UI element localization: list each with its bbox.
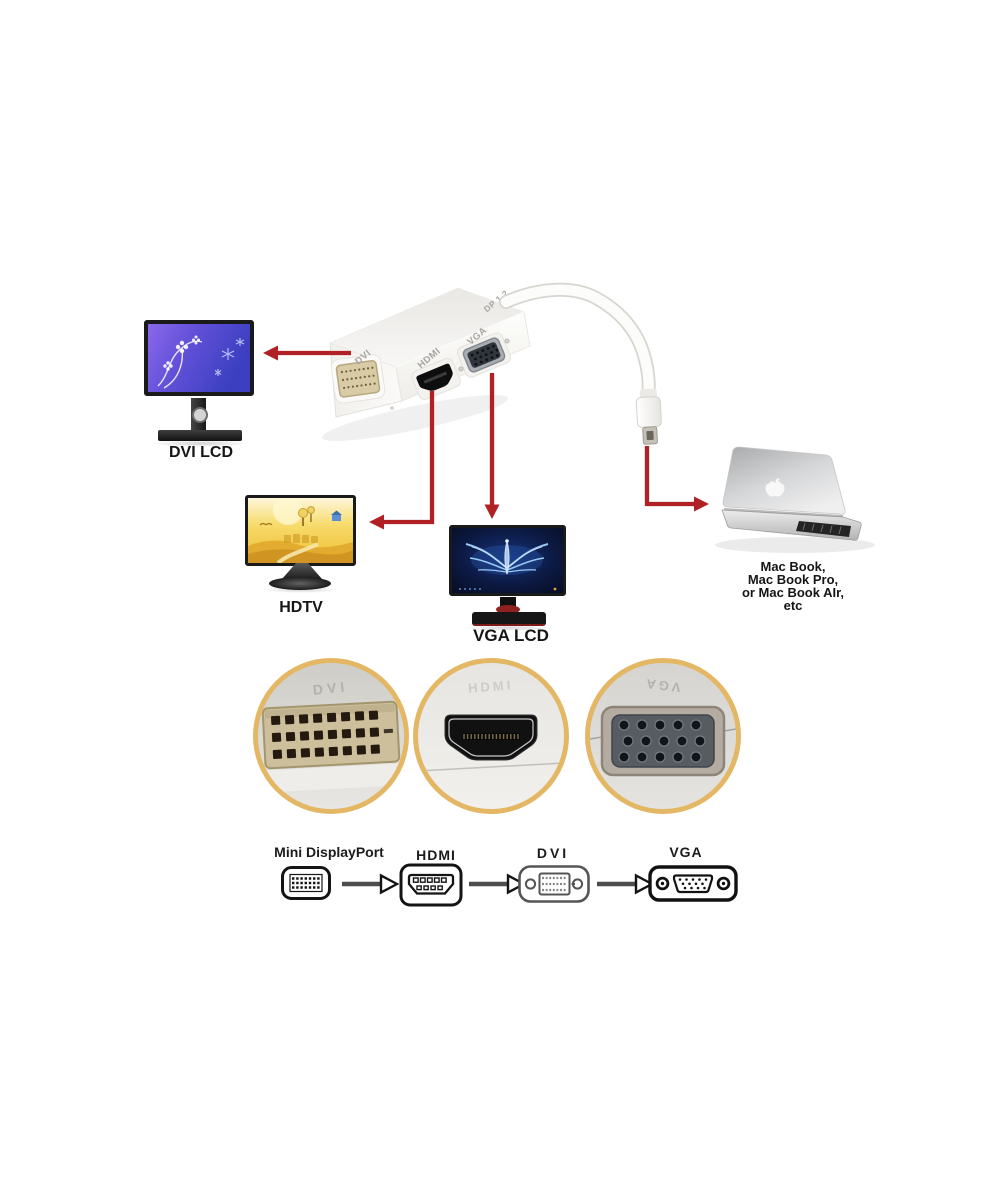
vga-lcd-screen [449,525,566,596]
hdtv-monitor [245,495,359,600]
adapter-dvi-port [330,354,386,404]
hdtv-screen [245,495,356,566]
right-arrow-icon [469,873,526,895]
macbook-label-line: Mac Book, [760,559,826,574]
arrow-to-hdtv [381,391,435,525]
monitor-stand-hole [192,407,208,423]
vga-lcd-stand-base [472,612,546,626]
macbook [721,446,862,541]
dvi-port-closeup: DVI [253,658,409,814]
macbook-label-line: or Mac Book AIr, [741,585,845,600]
adapter-shadow [322,395,508,441]
arrowhead-hdtv [369,514,384,530]
arrowhead-dvi [263,345,278,361]
monitor-shadow [150,440,250,447]
vga-lcd-label: VGA LCD [473,626,549,645]
macbook-label-line: etc [783,598,803,613]
dvi-lcd-monitor [142,320,260,450]
vga-closeup-art: VGA [590,663,736,809]
hdtv-shadow [261,587,341,593]
vga-lcd-shadow [463,625,555,631]
right-arrow-icon [597,873,654,895]
dvi-lcd-wallpaper [148,324,250,392]
macbook-label-line: Mac Book Pro, [747,572,839,587]
hdmi-closeup-art: HDMI [418,663,564,809]
chain-label-mini-displayport: Mini DisplayPort [274,844,384,860]
dvi-connector-icon [518,865,590,903]
arrowhead-macbook [694,496,709,512]
hdmi-connector-icon [399,863,463,907]
arrowhead-vga [484,504,500,519]
adapter-screw [504,338,510,344]
macbook-label: Mac Book, Mac Book Pro, or Mac Book AIr,… [710,560,876,612]
vga-closeup-engraving: VGA [643,676,682,695]
vga-connector-icon [648,865,738,902]
cable [499,282,656,403]
adapter-hdmi-port [411,358,461,400]
house-art [331,510,342,521]
vga-lcd-stand-neck [500,597,516,607]
hdmi-closeup-engraving: HDMI [468,677,514,695]
dvi-lcd-screen [144,320,254,396]
right-arrow-icon [342,873,399,895]
vga-lcd-stand-ring [496,605,520,614]
vga-lcd-wallpaper [452,528,563,593]
hdtv-stand-base [269,577,331,590]
mini-displayport-connector-icon [281,866,331,900]
adapter-vga-port [457,332,511,378]
macbook-shadow [715,537,875,553]
hdmi-port-closeup: HDMI [413,658,569,814]
apple-logo [765,478,785,497]
hdtv-stand-neck [282,563,322,579]
dvi-closeup-art: DVI [258,663,404,809]
adapter-screw [458,366,464,372]
monitor-stand-base [158,430,242,441]
chain-label-dvi: DVI [536,845,570,861]
dvi-closeup-engraving: DVI [312,678,349,698]
hdtv-label: HDTV [279,599,323,616]
hdtv-wallpaper [248,498,353,563]
adapter-screw [390,406,394,410]
dvi-lcd-label: DVI LCD [169,444,233,461]
vga-port-closeup: VGA [585,658,741,814]
arrow-to-macbook [644,446,695,507]
chain-label-vga: VGA [669,844,703,860]
chain-label-hdmi: HDMI [416,847,456,863]
vga-lcd-monitor [449,525,569,637]
mini-displayport-plug [635,388,662,445]
